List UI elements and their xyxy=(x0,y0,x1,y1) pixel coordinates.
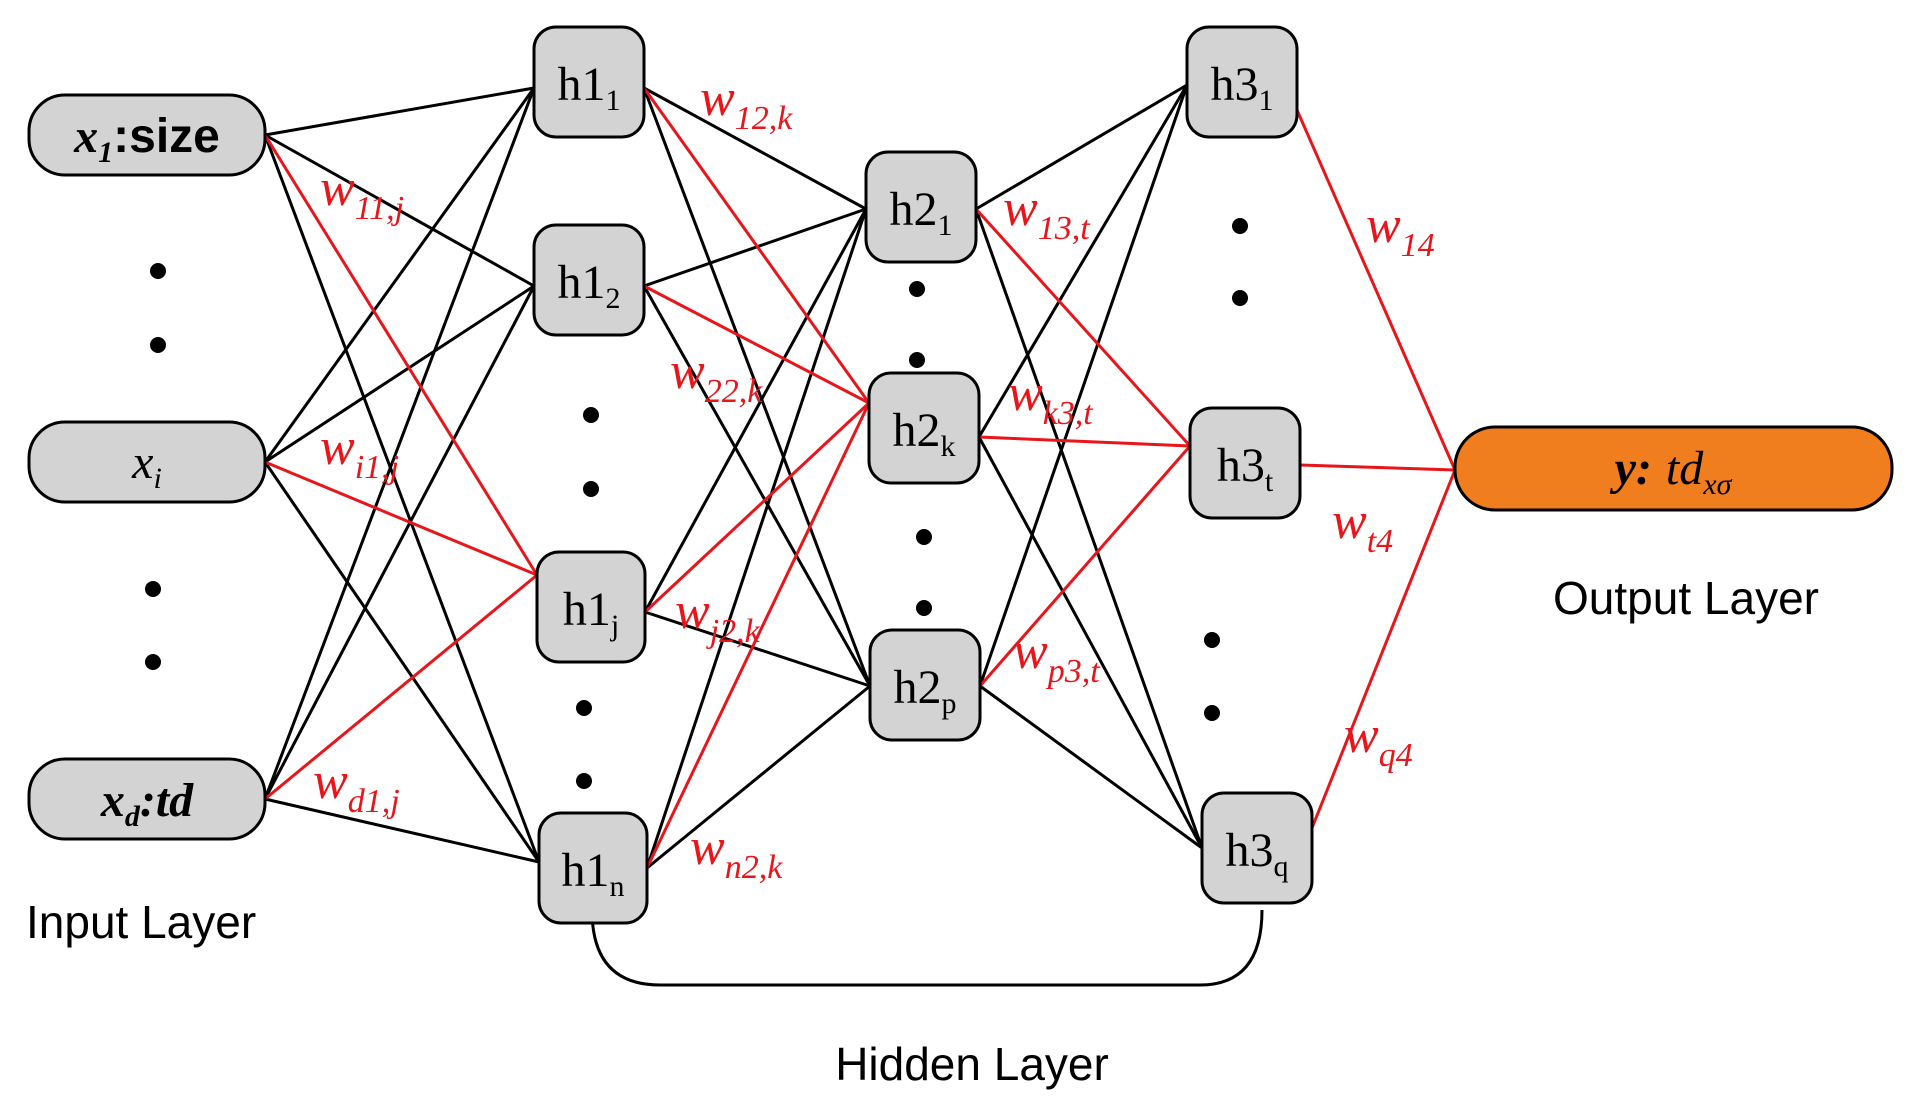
edge-h1n-h2p xyxy=(646,684,871,870)
weight-w13t: w13,t xyxy=(1003,180,1091,247)
edge-xi-h1n xyxy=(263,461,541,863)
weight-wt4: wt4 xyxy=(1332,493,1393,560)
weighted-edge-h2p-h3t xyxy=(978,445,1192,687)
input-node-x1: x1:size xyxy=(27,93,267,177)
weighted-edge-xd-h1j xyxy=(264,573,538,801)
weighted-edge-xi-h1j xyxy=(264,460,538,577)
edge-h12-h2p xyxy=(642,285,872,687)
weight-wn2k: wn2,k xyxy=(690,819,783,886)
hidden2-node-1: h21 xyxy=(864,150,978,264)
edge-xi-h12 xyxy=(264,284,535,464)
hidden2-node-p: h2p xyxy=(868,628,982,742)
hidden3-node-q: h3q xyxy=(1200,791,1314,905)
hidden1-node-1: h11 xyxy=(532,25,646,139)
svg-text:h1n: h1n xyxy=(562,844,625,903)
svg-text:h31: h31 xyxy=(1211,58,1274,117)
edge-h11-h21 xyxy=(643,86,867,211)
weight-wd1j: wd1,j xyxy=(313,753,400,820)
edge-x1-h11 xyxy=(264,86,535,137)
weighted-edge-h11-h2k xyxy=(642,87,871,404)
output-layer-title: Output Layer xyxy=(1553,572,1819,624)
weighted-edge-h3t-y xyxy=(1299,463,1456,472)
weight-w14: w14 xyxy=(1366,197,1435,264)
svg-text:xd:td: xd:td xyxy=(100,774,194,833)
hidden1-node-n: h1n xyxy=(537,811,649,925)
weight-labels: w11,j wi1,j wd1,j w12,k w22,k wj2,k wn2,… xyxy=(313,70,1435,886)
weight-wk3t: wk3,t xyxy=(1008,365,1094,432)
weighted-edge-h3q-y xyxy=(1310,469,1457,829)
svg-text:h2p: h2p xyxy=(894,661,957,720)
input-node-xi: xi xyxy=(27,420,267,504)
edge-h12-h21 xyxy=(643,207,867,288)
edge-xd-h1n xyxy=(264,797,540,864)
edge-xd-h12 xyxy=(263,285,536,800)
edge-h21-h31 xyxy=(975,83,1188,211)
edge-h2p-h31 xyxy=(978,84,1189,687)
weight-wj2k: wj2,k xyxy=(675,583,761,650)
hidden1-node-2: h12 xyxy=(532,223,646,337)
weighted-edge-h2k-h3t xyxy=(978,435,1191,448)
weighted-edge-h12-h2k xyxy=(643,284,870,405)
weight-w12k: w12,k xyxy=(700,70,793,137)
weighted-edge-h1n-h2k xyxy=(645,402,871,869)
svg-text:h3t: h3t xyxy=(1217,439,1274,498)
svg-text:h11: h11 xyxy=(558,58,621,117)
edge-h1j-h2p xyxy=(644,610,871,688)
edge-h11-h2p xyxy=(642,87,872,687)
edge-h1n-h21 xyxy=(645,208,868,869)
weight-w11j: w11,j xyxy=(320,160,404,227)
weight-w22k: w22,k xyxy=(670,343,763,410)
edge-x1-h12 xyxy=(264,133,535,288)
ellipsis-dots xyxy=(145,218,1248,789)
red-connections xyxy=(263,87,1457,869)
svg-text:xi: xi xyxy=(131,436,162,495)
weighted-edge-h21-h3t xyxy=(974,207,1192,448)
weight-wi1j: wi1,j xyxy=(320,419,399,486)
edge-h21-h3q xyxy=(974,208,1204,849)
svg-text:x1:size: x1:size xyxy=(73,110,220,169)
edge-h1j-h21 xyxy=(643,208,868,613)
weighted-edge-x1-h1j xyxy=(263,134,539,576)
hidden1-node-j: h1j xyxy=(535,550,647,664)
edge-h2k-h3q xyxy=(977,436,1204,849)
weighted-edge-h31-y xyxy=(1295,109,1457,471)
input-layer-title: Input Layer xyxy=(26,896,256,948)
svg-text:h12: h12 xyxy=(558,256,621,315)
weight-wp3t: wp3,t xyxy=(1013,623,1101,690)
output-node-y: y:tdxσ xyxy=(1453,425,1894,512)
svg-text:h3q: h3q xyxy=(1226,824,1289,883)
svg-text:h2k: h2k xyxy=(893,404,956,463)
hidden3-node-t: h3t xyxy=(1188,406,1302,520)
svg-text:h1j: h1j xyxy=(563,583,619,642)
black-connections xyxy=(263,83,1204,870)
svg-text:h21: h21 xyxy=(890,183,953,242)
hidden3-node-1: h31 xyxy=(1185,25,1299,139)
edge-h2p-h3q xyxy=(979,684,1203,850)
edge-xd-h11 xyxy=(263,87,536,800)
hidden-layer-bracket xyxy=(590,909,1264,987)
weight-wq4: wq4 xyxy=(1344,707,1413,774)
weighted-edge-h1j-h2k xyxy=(643,401,871,614)
edge-h2k-h31 xyxy=(977,84,1189,438)
input-node-xd: xd:td xyxy=(27,757,267,841)
edge-xi-h11 xyxy=(263,87,536,463)
hidden2-node-k: h2k xyxy=(867,371,981,485)
svg-text:y:tdxσ: y:tdxσ xyxy=(1610,442,1733,501)
edge-x1-h1n xyxy=(263,134,541,863)
hidden-layer-title: Hidden Layer xyxy=(835,1038,1109,1090)
